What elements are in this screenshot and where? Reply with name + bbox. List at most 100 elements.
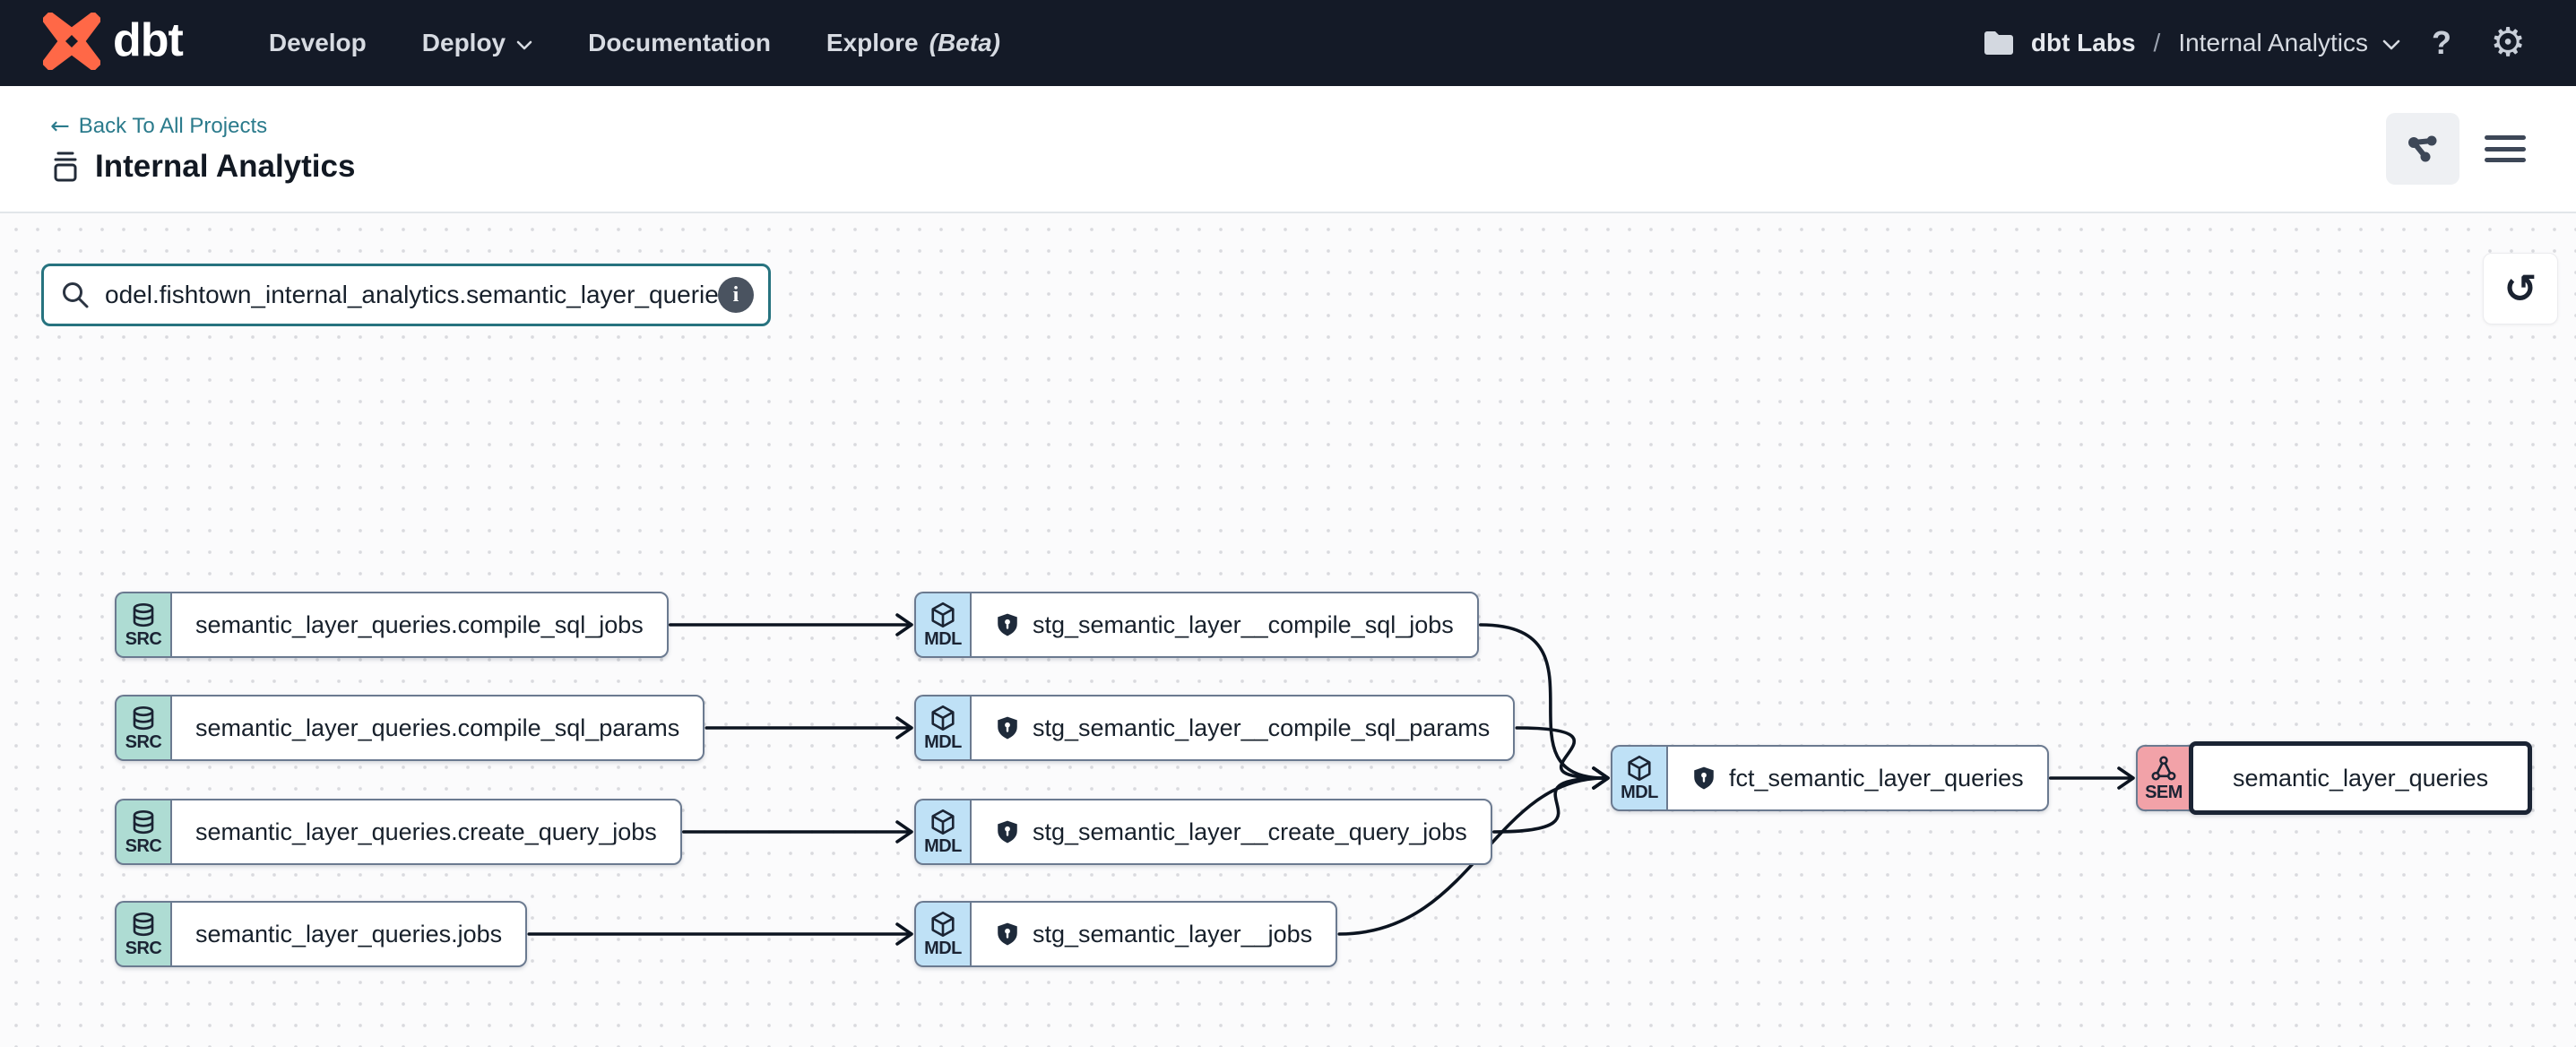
- brand-wordmark: dbt: [113, 17, 183, 69]
- nav-item-documentation[interactable]: Documentation: [566, 29, 792, 57]
- project-icon: [50, 151, 81, 183]
- dbt-logo[interactable]: dbt: [43, 13, 183, 74]
- graph-node-src2[interactable]: SRC semantic_layer_queries.compile_sql_pa…: [115, 695, 705, 761]
- node-type-label: MDL: [924, 629, 962, 649]
- node-label-text: semantic_layer_queries.create_query_jobs: [195, 818, 657, 846]
- node-label-text: fct_semantic_layer_queries: [1729, 765, 2024, 792]
- lineage-icon: [2405, 132, 2441, 166]
- dbt-star-icon: [43, 13, 100, 74]
- chevron-down-icon[interactable]: [2382, 29, 2400, 57]
- shield-icon: [995, 611, 1020, 638]
- node-label-text: semantic_layer_queries.compile_sql_jobs: [195, 611, 644, 639]
- graph-node-src4[interactable]: SRC semantic_layer_queries.jobs: [115, 901, 527, 967]
- cube-icon: [929, 705, 956, 731]
- node-label-text: stg_semantic_layer__create_query_jobs: [1033, 818, 1467, 846]
- node-type-badge: SRC: [115, 901, 170, 967]
- node-type-badge: SRC: [115, 799, 170, 865]
- node-label-text: stg_semantic_layer__compile_sql_params: [1033, 714, 1490, 742]
- node-label: stg_semantic_layer__jobs: [970, 901, 1337, 967]
- shield-icon: [995, 921, 1020, 947]
- search-icon: [60, 280, 91, 310]
- back-arrow-icon: ←: [50, 113, 70, 140]
- node-type-label: SRC: [125, 939, 162, 958]
- shield-icon: [1691, 765, 1716, 792]
- page-title: Internal Analytics: [95, 149, 355, 185]
- node-label: stg_semantic_layer__compile_sql_jobs: [970, 592, 1479, 658]
- project-header: ← Back To All Projects Internal Analytic…: [0, 86, 2576, 213]
- breadcrumb: dbt Labs / Internal Analytics: [2031, 29, 2400, 57]
- node-label: semantic_layer_queries.create_query_jobs: [170, 799, 682, 865]
- graph-node-mdl2[interactable]: MDL stg_semantic_layer__compile_sql_param…: [914, 695, 1515, 761]
- help-icon[interactable]: ?: [2416, 18, 2467, 68]
- gear-icon[interactable]: ⚙: [2483, 18, 2533, 68]
- cube-icon: [929, 911, 956, 938]
- cube-icon: [1626, 755, 1653, 782]
- node-type-badge: MDL: [914, 799, 970, 865]
- reset-icon: ↺: [2504, 266, 2537, 312]
- graph-node-mdl3[interactable]: MDL stg_semantic_layer__create_query_jobs: [914, 799, 1492, 865]
- nav-item-develop[interactable]: Develop: [247, 29, 388, 57]
- graph-node-fct[interactable]: MDL fct_semantic_layer_queries: [1611, 745, 2049, 811]
- breadcrumb-separator: /: [2150, 29, 2165, 57]
- database-icon: [130, 601, 157, 628]
- node-type-badge: MDL: [914, 695, 970, 761]
- chevron-down-icon: [516, 29, 532, 57]
- node-label: semantic_layer_queries.compile_sql_jobs: [170, 592, 669, 658]
- node-type-label: MDL: [1621, 783, 1658, 802]
- cube-icon: [929, 809, 956, 835]
- breadcrumb-org[interactable]: dbt Labs: [2031, 29, 2136, 57]
- menu-list-button[interactable]: [2485, 134, 2526, 164]
- semantic-model-icon: [2150, 755, 2177, 782]
- info-icon[interactable]: i: [718, 277, 754, 313]
- node-label-text: stg_semantic_layer__compile_sql_jobs: [1033, 611, 1454, 639]
- node-label-text: semantic_layer_queries: [2233, 765, 2488, 792]
- node-label: semantic_layer_queries.compile_sql_param…: [170, 695, 705, 761]
- lineage-canvas[interactable]: odel.fishtown_internal_analytics.semanti…: [0, 213, 2576, 1047]
- node-type-label: SRC: [125, 836, 162, 856]
- node-label: semantic_layer_queries.jobs: [170, 901, 527, 967]
- node-type-badge: MDL: [914, 901, 970, 967]
- search-input[interactable]: odel.fishtown_internal_analytics.semanti…: [41, 264, 771, 326]
- node-type-badge: SRC: [115, 592, 170, 658]
- node-label: stg_semantic_layer__create_query_jobs: [970, 799, 1492, 865]
- back-link-label: Back To All Projects: [79, 114, 267, 139]
- graph-node-sem[interactable]: SEM semantic_layer_queries: [2136, 741, 2532, 815]
- search-value[interactable]: odel.fishtown_internal_analytics.semanti…: [105, 281, 718, 309]
- nav-item-deploy[interactable]: Deploy: [401, 29, 554, 57]
- node-type-label: MDL: [924, 939, 962, 958]
- node-type-label: SRC: [125, 732, 162, 752]
- folder-icon: [1983, 30, 2015, 56]
- lineage-view-button[interactable]: [2386, 113, 2459, 185]
- back-to-projects-link[interactable]: ← Back To All Projects: [50, 113, 355, 140]
- node-label-text: semantic_layer_queries.compile_sql_param…: [195, 714, 679, 742]
- shield-icon: [995, 818, 1020, 845]
- breadcrumb-project[interactable]: Internal Analytics: [2178, 29, 2368, 57]
- node-label: stg_semantic_layer__compile_sql_params: [970, 695, 1515, 761]
- beta-tag: (Beta): [929, 29, 1000, 57]
- node-label: semantic_layer_queries: [2189, 741, 2532, 815]
- graph-node-src1[interactable]: SRC semantic_layer_queries.compile_sql_jo…: [115, 592, 669, 658]
- graph-node-mdl4[interactable]: MDL stg_semantic_layer__jobs: [914, 901, 1337, 967]
- nav-item-explore[interactable]: Explore (Beta): [805, 29, 1022, 57]
- database-icon: [130, 809, 157, 835]
- graph-node-mdl1[interactable]: MDL stg_semantic_layer__compile_sql_jobs: [914, 592, 1479, 658]
- shield-icon: [995, 714, 1020, 741]
- node-type-badge: MDL: [914, 592, 970, 658]
- node-type-label: SEM: [2145, 783, 2183, 802]
- node-label-text: stg_semantic_layer__jobs: [1033, 921, 1312, 948]
- node-type-badge: MDL: [1611, 745, 1666, 811]
- node-type-badge: SEM: [2136, 745, 2191, 811]
- top-navbar: dbt Develop Deploy Documentation Explore…: [0, 0, 2576, 86]
- node-type-badge: SRC: [115, 695, 170, 761]
- cube-icon: [929, 601, 956, 628]
- database-icon: [130, 705, 157, 731]
- node-type-label: MDL: [924, 836, 962, 856]
- node-type-label: SRC: [125, 629, 162, 649]
- graph-node-src3[interactable]: SRC semantic_layer_queries.create_query_j…: [115, 799, 682, 865]
- primary-nav: Develop Deploy Documentation Explore (Be…: [247, 29, 1022, 57]
- node-label-text: semantic_layer_queries.jobs: [195, 921, 502, 948]
- node-type-label: MDL: [924, 732, 962, 752]
- database-icon: [130, 911, 157, 938]
- reset-view-button[interactable]: ↺: [2483, 253, 2558, 324]
